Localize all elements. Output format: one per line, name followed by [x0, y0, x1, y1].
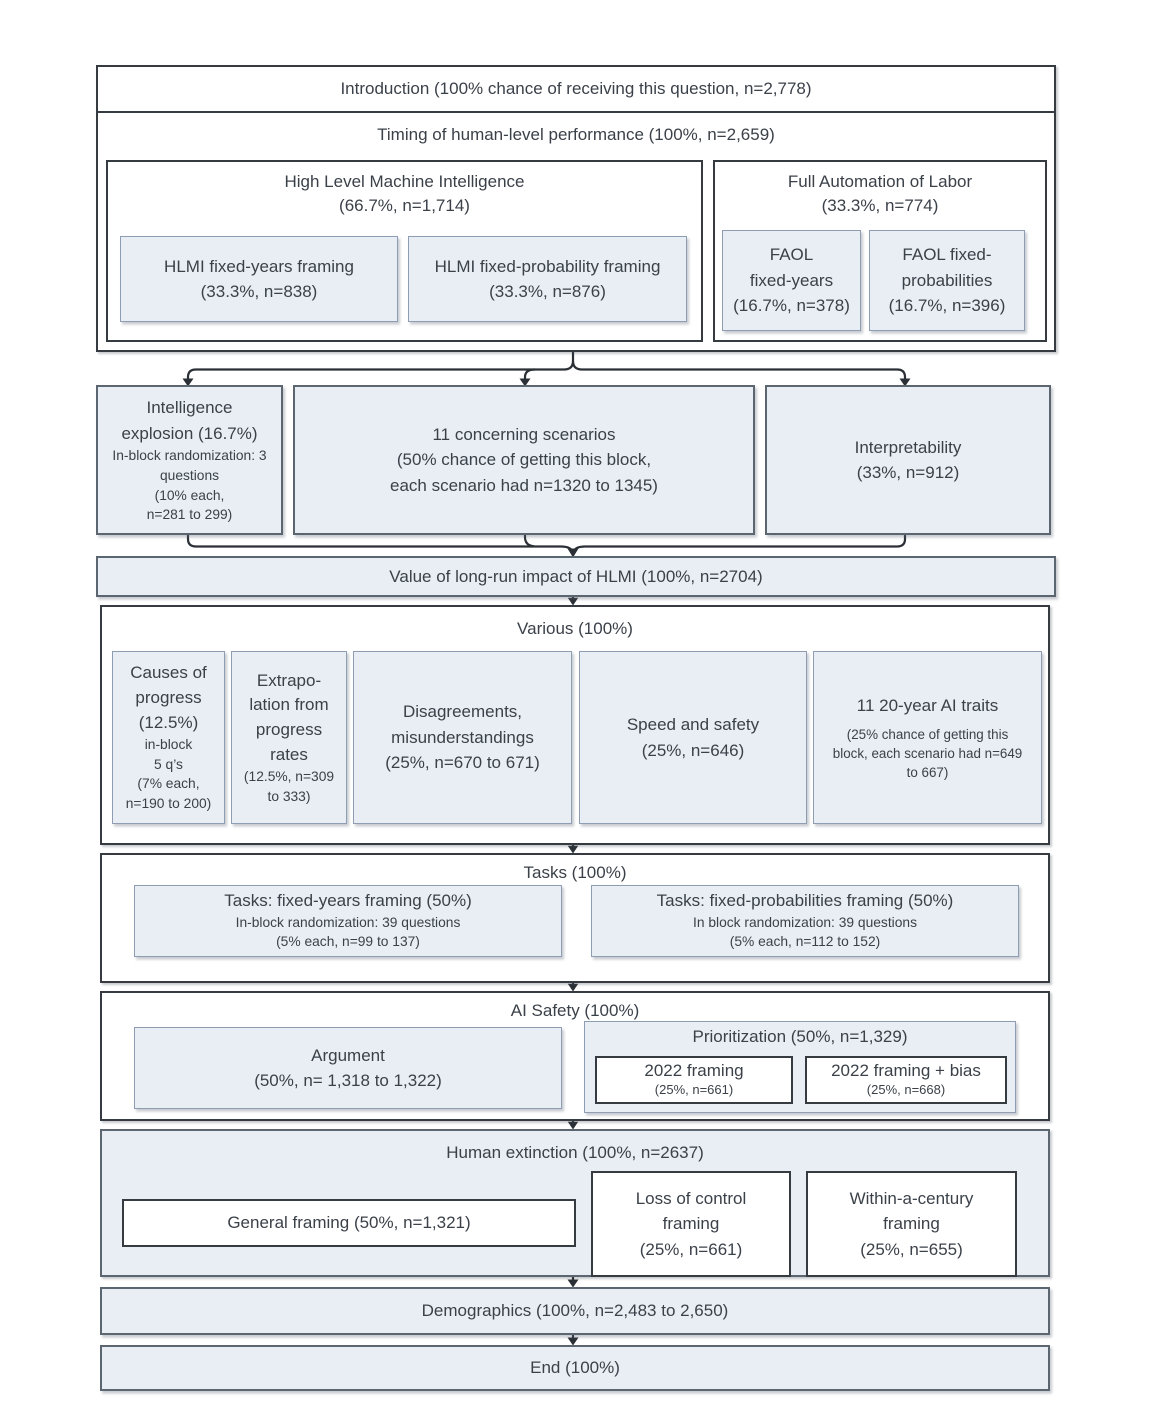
human-extinction-title: Human extinction (100%, n=2637) — [446, 1143, 704, 1162]
hlmi-fixed-probability-box: HLMI fixed-probability framing (33.3%, n… — [408, 236, 687, 322]
tasks-fixed-probabilities-box: Tasks: fixed-probabilities framing (50%)… — [591, 885, 1019, 957]
demographics-bar: Demographics (100%, n=2,483 to 2,650) — [100, 1287, 1050, 1335]
prioritization-box: Prioritization (50%, n=1,329) 2022 frami… — [584, 1021, 1016, 1113]
value-impact-bar: Value of long-run impact of HLMI (100%, … — [96, 556, 1056, 597]
tasks-fixed-years-title: Tasks: fixed-years framing (50%) — [224, 890, 472, 910]
tasks-fixed-probabilities-title: Tasks: fixed-probabilities framing (50%) — [656, 890, 954, 910]
human-extinction-frame: Human extinction (100%, n=2637) General … — [100, 1129, 1050, 1277]
tasks-title: Tasks (100%) — [523, 863, 627, 882]
framing-2022-bias-title: 2022 framing + bias — [831, 1060, 981, 1080]
ai-traits-box: 11 20-year AI traits (25% chance of gett… — [813, 651, 1042, 824]
tasks-fixed-probabilities-detail: In block randomization: 39 questions (5%… — [693, 914, 917, 950]
various-frame: Various (100%) Causes of progress (12.5%… — [100, 605, 1050, 845]
framing-2022-title: 2022 framing — [644, 1060, 744, 1080]
split-connector-left — [186, 360, 575, 379]
faol-fixed-years-label: FAOL fixed-years (16.7%, n=378) — [733, 245, 850, 316]
framing-2022-detail: (25%, n=661) — [654, 1081, 734, 1097]
intelligence-explosion-box: Intelligence explosion (16.7%) In-block … — [96, 385, 283, 535]
within-century-box: Within-a-century framing (25%, n=655) — [806, 1171, 1017, 1277]
hlmi-title: High Level Machine Intelligence (66.7%, … — [284, 172, 525, 215]
intelligence-explosion-title: Intelligence explosion (16.7%) — [121, 398, 258, 443]
hlmi-fixed-years-box: HLMI fixed-years framing (33.3%, n=838) — [120, 236, 398, 322]
general-framing-box: General framing (50%, n=1,321) — [122, 1199, 576, 1247]
faol-fixed-probabilities-label: FAOL fixed- probabilities (16.7%, n=396) — [888, 245, 1006, 316]
faol-title: Full Automation of Labor (33.3%, n=774) — [787, 172, 973, 215]
tasks-fixed-years-box: Tasks: fixed-years framing (50%) In-bloc… — [134, 885, 562, 957]
faol-fixed-probabilities-box: FAOL fixed- probabilities (16.7%, n=396) — [869, 230, 1025, 331]
extrapolation-detail: (12.5%, n=309 to 333) — [243, 769, 335, 804]
extrapolation-title: Extrapo- lation from progress rates — [249, 670, 329, 764]
introduction-box: Introduction (100% chance of receiving t… — [98, 67, 1054, 113]
converge-right — [572, 535, 907, 552]
faol-box: Full Automation of Labor (33.3%, n=774) … — [713, 160, 1047, 342]
tasks-fixed-years-detail: In-block randomization: 39 questions (5%… — [235, 914, 461, 950]
causes-of-progress-detail: in-block 5 q’s (7% each, n=190 to 200) — [125, 737, 212, 812]
split-connector-middle — [523, 368, 536, 379]
speed-and-safety-label: Speed and safety (25%, n=646) — [626, 715, 760, 760]
hlmi-box: High Level Machine Intelligence (66.7%, … — [106, 160, 703, 342]
intelligence-explosion-detail: In-block randomization: 3 questions (10%… — [112, 448, 267, 523]
split-connector-right — [571, 360, 907, 379]
framing-2022-bias-box: 2022 framing + bias (25%, n=668) — [805, 1056, 1007, 1104]
timing-title: Timing of human-level performance (100%,… — [377, 125, 775, 144]
hlmi-fixed-years-label: HLMI fixed-years framing (33.3%, n=838) — [164, 256, 354, 302]
introduction-label: Introduction (100% chance of receiving t… — [340, 79, 812, 99]
value-impact-label: Value of long-run impact of HLMI (100%, … — [389, 566, 763, 586]
disagreements-label: Disagreements, misunderstandings (25%, n… — [385, 702, 540, 773]
ai-safety-frame: AI Safety (100%) Argument (50%, n= 1,318… — [100, 991, 1050, 1121]
loss-of-control-label: Loss of control framing (25%, n=661) — [635, 1188, 747, 1259]
interpretability-box: Interpretability (33%, n=912) — [765, 385, 1051, 535]
framing-2022-bias-detail: (25%, n=668) — [866, 1081, 946, 1097]
argument-box: Argument (50%, n= 1,318 to 1,322) — [134, 1027, 562, 1109]
converge-left — [186, 535, 574, 552]
end-label: End (100%) — [530, 1358, 620, 1378]
ai-traits-title: 11 20-year AI traits — [856, 696, 999, 716]
concerning-scenarios-box: 11 concerning scenarios (50% chance of g… — [293, 385, 755, 535]
speed-and-safety-box: Speed and safety (25%, n=646) — [579, 651, 807, 824]
loss-of-control-box: Loss of control framing (25%, n=661) — [591, 1171, 791, 1277]
intro-timing-frame: Introduction (100% chance of receiving t… — [96, 65, 1056, 352]
extrapolation-box: Extrapo- lation from progress rates (12.… — [231, 651, 347, 824]
general-framing-label: General framing (50%, n=1,321) — [227, 1213, 471, 1233]
concerning-scenarios-label: 11 concerning scenarios (50% chance of g… — [390, 424, 658, 495]
causes-of-progress-box: Causes of progress (12.5%) in-block 5 q’… — [112, 651, 225, 824]
framing-2022-box: 2022 framing (25%, n=661) — [595, 1056, 793, 1104]
end-bar: End (100%) — [100, 1345, 1050, 1391]
various-title: Various (100%) — [517, 619, 633, 638]
argument-label: Argument (50%, n= 1,318 to 1,322) — [254, 1045, 442, 1091]
converge-middle — [523, 535, 535, 548]
hlmi-fixed-probability-label: HLMI fixed-probability framing (33.3%, n… — [434, 256, 661, 302]
tasks-frame: Tasks (100%) Tasks: fixed-years framing … — [100, 853, 1050, 983]
interpretability-label: Interpretability (33%, n=912) — [854, 437, 962, 483]
within-century-label: Within-a-century framing (25%, n=655) — [849, 1188, 974, 1259]
faol-fixed-years-box: FAOL fixed-years (16.7%, n=378) — [722, 230, 861, 331]
ai-traits-detail: (25% chance of getting this block, each … — [832, 726, 1023, 780]
causes-of-progress-title: Causes of progress (12.5%) — [130, 663, 207, 732]
prioritization-title: Prioritization (50%, n=1,329) — [692, 1027, 908, 1046]
ai-safety-title: AI Safety (100%) — [510, 1001, 640, 1020]
disagreements-box: Disagreements, misunderstandings (25%, n… — [353, 651, 572, 824]
demographics-label: Demographics (100%, n=2,483 to 2,650) — [421, 1301, 729, 1321]
